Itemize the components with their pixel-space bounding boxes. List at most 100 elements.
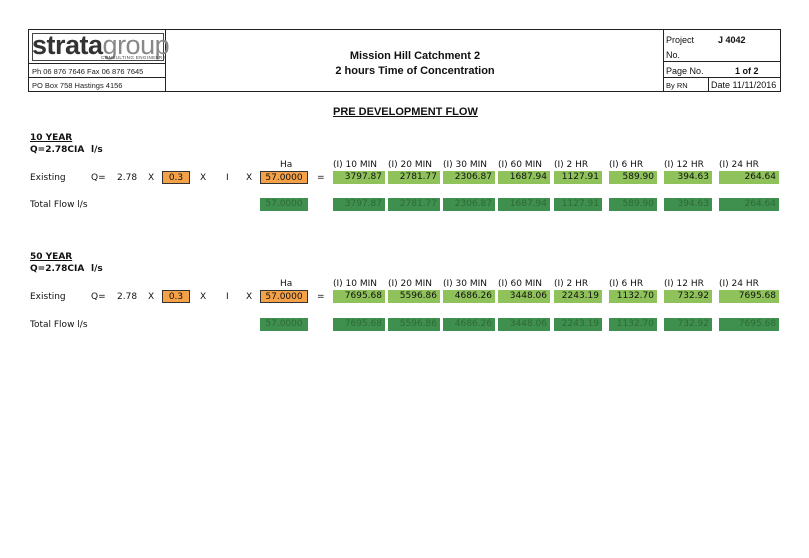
- existing-value-cell[interactable]: 1127.91: [554, 171, 602, 184]
- existing-value-cell[interactable]: 1132.70: [609, 290, 657, 303]
- section-formula: Q=2.78CIA: [30, 264, 85, 274]
- total-value-cell[interactable]: 3448.06: [498, 318, 550, 331]
- divider: [663, 77, 780, 78]
- section-formula: Q=2.78CIA: [30, 145, 85, 155]
- multiply-sign: X: [148, 292, 155, 302]
- intensity-label: I: [226, 292, 229, 302]
- col-header: (I) 12 HR: [664, 279, 704, 289]
- project-label: Project: [666, 35, 695, 45]
- total-value-cell[interactable]: 1127.91: [554, 198, 602, 211]
- coefficient: 2.78: [117, 173, 138, 183]
- po-box: PO Box 758 Hastings 4156: [32, 81, 123, 90]
- project-number: J 4042: [718, 35, 746, 45]
- title-block: stratagroup CONSULTING ENGINEERS Ph 06 8…: [28, 29, 781, 92]
- section-heading: 50 YEAR: [30, 252, 73, 262]
- total-value-cell[interactable]: 394.63: [664, 198, 712, 211]
- col-header: (I) 24 HR: [719, 160, 759, 170]
- logo-tagline: CONSULTING ENGINEERS: [101, 55, 166, 60]
- runoff-coefficient-cell[interactable]: 0.3: [162, 290, 190, 303]
- ha-header: Ha: [280, 160, 293, 170]
- multiply-sign: X: [200, 173, 207, 183]
- total-value-cell[interactable]: 732.92: [664, 318, 712, 331]
- existing-value-cell[interactable]: 3797.87: [333, 171, 385, 184]
- total-value-cell[interactable]: 7695.68: [719, 318, 779, 331]
- total-value-cell[interactable]: 1132.70: [609, 318, 657, 331]
- intensity-label: I: [226, 173, 229, 183]
- existing-value-cell[interactable]: 2781.77: [388, 171, 440, 184]
- col-header: (I) 10 MIN: [333, 160, 378, 170]
- q-label: Q=: [91, 173, 106, 183]
- col-header: (I) 60 MIN: [498, 279, 543, 289]
- col-header: (I) 60 MIN: [498, 160, 543, 170]
- divider: [29, 77, 165, 78]
- col-header: (I) 2 HR: [554, 160, 589, 170]
- q-label: Q=: [91, 292, 106, 302]
- existing-value-cell[interactable]: 3448.06: [498, 290, 550, 303]
- total-value-cell[interactable]: 5596.86: [388, 318, 440, 331]
- total-value-cell[interactable]: 7695.68: [333, 318, 385, 331]
- coefficient: 2.78: [117, 292, 138, 302]
- existing-value-cell[interactable]: 7695.68: [719, 290, 779, 303]
- logo-frame: [32, 33, 164, 61]
- col-header: (I) 6 HR: [609, 160, 644, 170]
- existing-value-cell[interactable]: 5596.86: [388, 290, 440, 303]
- multiply-sign: X: [246, 292, 253, 302]
- page-number: 1 of 2: [735, 66, 759, 76]
- divider: [29, 63, 165, 64]
- runoff-coefficient-cell[interactable]: 0.3: [162, 171, 190, 184]
- total-value-cell[interactable]: 1687.94: [498, 198, 550, 211]
- area-cell[interactable]: 57.0000: [260, 171, 308, 184]
- equals-sign: =: [317, 292, 325, 302]
- section-unit: l/s: [91, 145, 103, 155]
- col-header: (I) 10 MIN: [333, 279, 378, 289]
- area-cell[interactable]: 57.0000: [260, 290, 308, 303]
- total-value-cell[interactable]: 264.64: [719, 198, 779, 211]
- existing-label: Existing: [30, 292, 66, 302]
- company-logo: stratagroup CONSULTING ENGINEERS: [32, 31, 170, 61]
- multiply-sign: X: [246, 173, 253, 183]
- existing-value-cell[interactable]: 394.63: [664, 171, 712, 184]
- col-header: (I) 6 HR: [609, 279, 644, 289]
- page-title: PRE DEVELOPMENT FLOW: [333, 106, 478, 118]
- divider: [165, 30, 166, 91]
- divider: [663, 30, 664, 91]
- total-area-cell[interactable]: 57.0000: [260, 318, 308, 331]
- total-value-cell[interactable]: 4686.26: [443, 318, 495, 331]
- total-value-cell[interactable]: 3797.87: [333, 198, 385, 211]
- date: Date 11/11/2016: [711, 80, 777, 90]
- col-header: (I) 24 HR: [719, 279, 759, 289]
- equals-sign: =: [317, 173, 325, 183]
- divider: [708, 77, 709, 91]
- total-value-cell[interactable]: 2306.87: [443, 198, 495, 211]
- existing-value-cell[interactable]: 2243.19: [554, 290, 602, 303]
- total-value-cell[interactable]: 2781.77: [388, 198, 440, 211]
- divider: [663, 61, 780, 62]
- multiply-sign: X: [148, 173, 155, 183]
- total-value-cell[interactable]: 589.90: [609, 198, 657, 211]
- col-header: (I) 30 MIN: [443, 279, 488, 289]
- existing-value-cell[interactable]: 264.64: [719, 171, 779, 184]
- existing-value-cell[interactable]: 4686.26: [443, 290, 495, 303]
- total-value-cell[interactable]: 2243.19: [554, 318, 602, 331]
- ha-header: Ha: [280, 279, 293, 289]
- by-label: By RN: [666, 81, 688, 90]
- doc-title: Mission Hill Catchment 2: [349, 50, 481, 62]
- existing-value-cell[interactable]: 732.92: [664, 290, 712, 303]
- existing-value-cell[interactable]: 2306.87: [443, 171, 495, 184]
- no-label: No.: [666, 50, 681, 60]
- section-heading: 10 YEAR: [30, 133, 73, 143]
- total-flow-label: Total Flow l/s: [30, 200, 88, 210]
- page-label: Page No.: [666, 66, 704, 76]
- existing-value-cell[interactable]: 1687.94: [498, 171, 550, 184]
- col-header: (I) 12 HR: [664, 160, 704, 170]
- col-header: (I) 2 HR: [554, 279, 589, 289]
- total-area-cell[interactable]: 57.0000: [260, 198, 308, 211]
- existing-value-cell[interactable]: 7695.68: [333, 290, 385, 303]
- section-unit: l/s: [91, 264, 103, 274]
- col-header: (I) 30 MIN: [443, 160, 488, 170]
- doc-subtitle: 2 hours Time of Concentration: [335, 65, 495, 77]
- multiply-sign: X: [200, 292, 207, 302]
- phone-fax: Ph 06 876 7646 Fax 06 876 7645: [32, 67, 144, 76]
- existing-value-cell[interactable]: 589.90: [609, 171, 657, 184]
- total-flow-label: Total Flow l/s: [30, 320, 88, 330]
